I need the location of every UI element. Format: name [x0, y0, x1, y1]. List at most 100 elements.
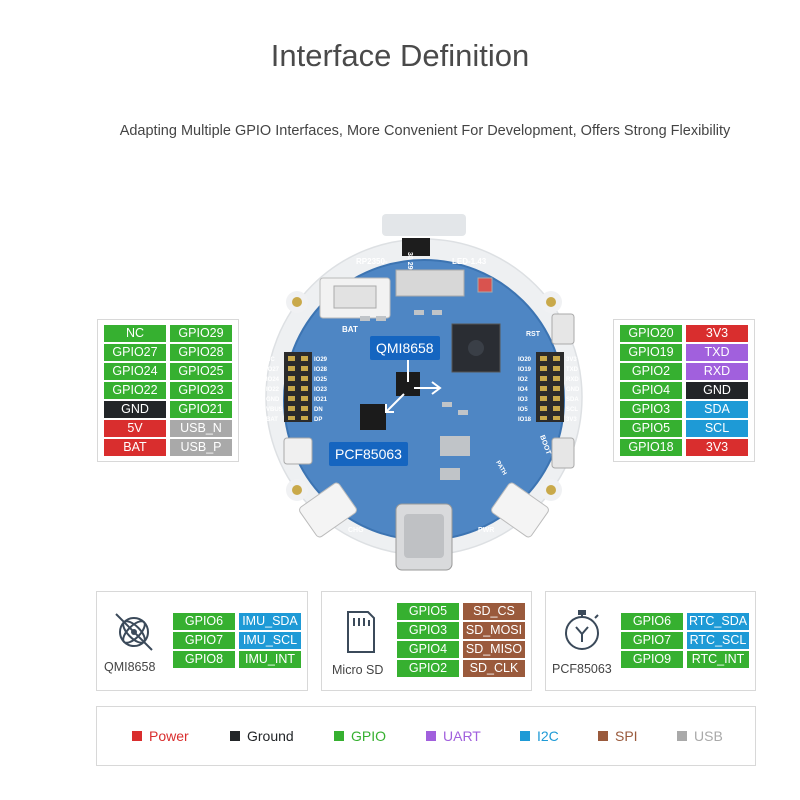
right-silk-l5: IO5	[518, 407, 528, 413]
pin-row: GPIO3 SDA	[620, 401, 748, 418]
right-silk-l6: IO18	[518, 417, 532, 423]
left-silk-r0: IO29	[314, 357, 328, 363]
pin-label: GND	[104, 401, 166, 418]
pin-row: BAT USB_P	[104, 439, 232, 456]
right-silk-4: SDA	[566, 397, 579, 403]
pin-label: GPIO7	[621, 632, 683, 649]
pin-label: IMU_SCL	[239, 632, 301, 649]
pin-label: GPIO5	[620, 420, 682, 437]
pin-label: SCL	[686, 420, 748, 437]
page-subtitle: Adapting Multiple GPIO Interfaces, More …	[119, 123, 731, 139]
pin-row: GPIO18 3V3	[620, 439, 748, 456]
pcf85063-callout: PCF85063	[329, 442, 408, 466]
pin-row: GPIO7 IMU_SCL	[173, 632, 301, 649]
left-silk-r6: DP	[314, 417, 322, 423]
gyroscope-icon	[115, 613, 153, 651]
legend-swatch	[132, 731, 142, 741]
right-pin-table: GPIO20 3V3 GPIO19 TXD GPIO2 RXD GPIO4 GN…	[613, 319, 755, 462]
pin-label: GPIO24	[104, 363, 166, 380]
pin-row: NC GPIO29	[104, 325, 232, 342]
pin-row: GPIO24 GPIO25	[104, 363, 232, 380]
pin-row: 5V USB_N	[104, 420, 232, 437]
left-silk-r5: DN	[314, 407, 323, 413]
pin-label: GPIO3	[620, 401, 682, 418]
legend-label: I2C	[537, 728, 559, 744]
right-silk-3: GND	[566, 387, 580, 393]
pin-label: SD_CLK	[463, 660, 525, 677]
legend-item-i2c: I2C	[520, 728, 559, 744]
pin-label: GPIO29	[170, 325, 232, 342]
right-silk-l4: IO3	[518, 397, 528, 403]
pin-label: 5V	[104, 420, 166, 437]
left-silk-r2: IO25	[314, 377, 328, 383]
chg-silk-label: CHG	[348, 527, 364, 534]
pin-label: GND	[686, 382, 748, 399]
left-silk-3: IO22	[266, 387, 280, 393]
page-title: Interface Definition	[270, 38, 530, 73]
right-silk-l2: IO2	[518, 377, 528, 383]
pin-row: GPIO2 RXD	[620, 363, 748, 380]
module-pin-table: GPIO5 SD_CS GPIO3 SD_MOSI GPIO4 SD_MISO …	[397, 603, 525, 677]
legend-label: Power	[149, 728, 189, 744]
legend-label: GPIO	[351, 728, 387, 744]
legend-item-spi: SPI	[598, 728, 638, 744]
stopwatch-icon	[565, 610, 599, 650]
pin-row: GPIO22 GPIO23	[104, 382, 232, 399]
legend-swatch	[520, 731, 530, 741]
pin-label: SD_MISO	[463, 641, 525, 658]
pin-label: GPIO9	[621, 651, 683, 668]
legend-swatch	[334, 731, 344, 741]
legend-item-ground: Ground	[230, 728, 294, 744]
pin-label: RTC_INT	[687, 651, 749, 668]
right-silk-2: RXD	[566, 377, 579, 383]
left-silk-2: IO24	[266, 377, 280, 383]
bat-silk-label: BAT	[342, 325, 358, 334]
pin-row: GPIO7 RTC_SCL	[621, 632, 749, 649]
pin-label: SDA	[686, 401, 748, 418]
board-illustration: BAT RP2350- LED-1.43 30 29 NC IO27 I	[264, 212, 584, 582]
legend-swatch	[230, 731, 240, 741]
variant-silk-label: LED-1.43	[452, 257, 487, 266]
pin-label: BAT	[104, 439, 166, 456]
right-silk-6: 3V3	[566, 417, 577, 423]
pin-label: GPIO19	[620, 344, 682, 361]
sd-card-icon	[347, 611, 375, 653]
pin-label: RXD	[686, 363, 748, 380]
rst-silk-label: RST	[526, 331, 541, 338]
pin-label: USB_N	[170, 420, 232, 437]
micro-sd-module: Micro SD GPIO5 SD_CS GPIO3 SD_MOSI GPIO4…	[321, 591, 532, 691]
pin-row: GPIO9 RTC_INT	[621, 651, 749, 668]
pin-row: GPIO4 SD_MISO	[397, 641, 525, 658]
pin-label: GPIO18	[620, 439, 682, 456]
left-silk-r1: IO28	[314, 367, 328, 373]
left-silk-5: VBUS	[266, 407, 283, 413]
pin-label: GPIO4	[397, 641, 459, 658]
pin-label: SD_MOSI	[463, 622, 525, 639]
legend-swatch	[426, 731, 436, 741]
pin-row: GPIO6 IMU_SDA	[173, 613, 301, 630]
pin-label: GPIO28	[170, 344, 232, 361]
pin-label: GPIO21	[170, 401, 232, 418]
right-silk-l1: IO19	[518, 367, 532, 373]
pin-label: GPIO4	[620, 382, 682, 399]
right-silk-l3: IO4	[518, 387, 528, 393]
pin-label: GPIO2	[620, 363, 682, 380]
module-label: Micro SD	[332, 663, 384, 677]
module-label: PCF85063	[552, 662, 612, 676]
right-silk-l0: IO20	[518, 357, 532, 363]
qmi8658-callout: QMI8658	[370, 336, 440, 360]
legend-swatch	[677, 731, 687, 741]
pin-row: GPIO20 3V3	[620, 325, 748, 342]
pin-label: GPIO2	[397, 660, 459, 677]
vertical-silk-label: 30 29	[406, 252, 413, 270]
legend-swatch	[598, 731, 608, 741]
pin-label: GPIO25	[170, 363, 232, 380]
pin-row: GPIO19 TXD	[620, 344, 748, 361]
left-silk-0: NC	[266, 357, 275, 363]
pin-row: GPIO6 RTC_SDA	[621, 613, 749, 630]
legend-item-uart: UART	[426, 728, 481, 744]
pin-label: 3V3	[686, 325, 748, 342]
left-silk-r3: IO23	[314, 387, 328, 393]
pin-label: RTC_SCL	[687, 632, 749, 649]
pin-label: GPIO3	[397, 622, 459, 639]
